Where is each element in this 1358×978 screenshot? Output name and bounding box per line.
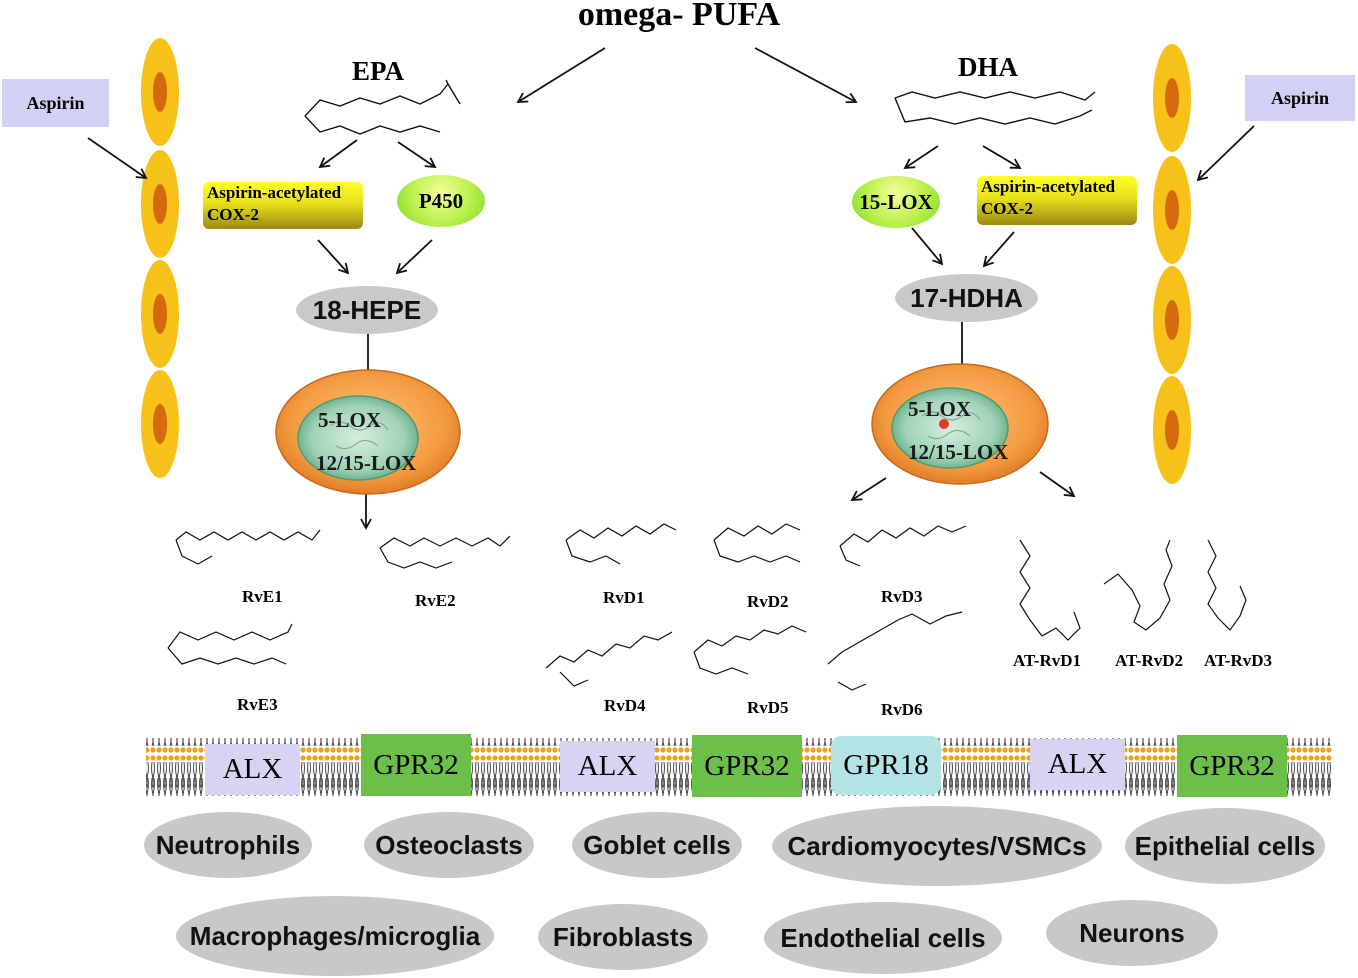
- cell-type-cardiomyocytes-vsmcs: Cardiomyocytes/VSMCs: [772, 806, 1102, 886]
- rvd2-label: RvD2: [747, 592, 789, 611]
- receptor-gpr32-3: GPR32: [1177, 735, 1287, 797]
- left-cell-5-lox: 5-LOX: [318, 408, 381, 432]
- left-cell-12-15-lox: 12/15-LOX: [316, 451, 417, 475]
- 18-hepe-intermediate: 18-HEPE: [296, 286, 438, 334]
- at-rvd1-label: AT-RvD1: [1013, 651, 1082, 670]
- at-rvd2-label: AT-RvD2: [1115, 651, 1184, 670]
- rvd4-label: RvD4: [604, 696, 646, 715]
- epa-aspirin-acetylated-cox2: Aspirin-acetylated COX-2: [203, 182, 363, 229]
- rve3-label: RvE3: [237, 695, 278, 714]
- rve1-label: RvE1: [242, 587, 283, 606]
- right-vessel: [1153, 44, 1191, 484]
- cell-type-fibroblasts: Fibroblasts: [538, 904, 708, 970]
- right-cell-12-15-lox: 12/15-LOX: [908, 440, 1009, 464]
- left-vessel: [141, 38, 179, 478]
- rvd1-label: RvD1: [603, 588, 645, 607]
- diagram-title: omega- PUFA: [577, 0, 781, 33]
- pathway-arrows: [87, 47, 1255, 530]
- 17-hdha-intermediate: 17-HDHA: [895, 274, 1038, 322]
- at-rvd3-label: AT-RvD3: [1204, 651, 1273, 670]
- cell-type-epithelial-cells: Epithelial cells: [1125, 808, 1325, 884]
- cell-type-macrophages-microglia: Macrophages/microglia: [176, 896, 494, 976]
- cell-type-neutrophils: Neutrophils: [144, 812, 312, 878]
- resolvin-structures: [167, 523, 1247, 691]
- dha-label: DHA: [958, 52, 1018, 82]
- right-cell-5-lox: 5-LOX: [908, 397, 971, 421]
- rvd3-label: RvD3: [881, 587, 923, 606]
- cell-type-neurons: Neurons: [1046, 900, 1218, 966]
- receptor-alx-2: ALX: [560, 741, 655, 792]
- p450-enzyme: P450: [397, 175, 485, 227]
- receptor-gpr32-1: GPR32: [361, 734, 471, 796]
- aspirin-box-left: Aspirin: [2, 79, 109, 127]
- rve2-label: RvE2: [415, 591, 456, 610]
- rvd5-label: RvD5: [747, 698, 789, 717]
- epa-structure: [304, 79, 461, 135]
- receptor-alx-1: ALX: [205, 744, 300, 795]
- rvd6-label: RvD6: [881, 700, 923, 719]
- cell-type-osteoclasts: Osteoclasts: [364, 812, 534, 878]
- cell-type-endothelial-cells: Endothelial cells: [764, 902, 1002, 974]
- dha-structure: [894, 91, 1096, 125]
- left-cell: [275, 369, 461, 495]
- dha-aspirin-acetylated-cox2: Aspirin-acetylated COX-2: [977, 176, 1137, 225]
- cell-type-goblet-cells: Goblet cells: [572, 812, 742, 878]
- receptor-alx-3: ALX: [1030, 739, 1125, 790]
- aspirin-box-right: Aspirin: [1245, 75, 1355, 121]
- right-cell: [871, 363, 1049, 485]
- 15-lox-enzyme: 15-LOX: [852, 176, 940, 228]
- epa-label: EPA: [352, 56, 404, 86]
- receptor-gpr18: GPR18: [831, 736, 941, 795]
- receptor-gpr32-2: GPR32: [692, 735, 802, 797]
